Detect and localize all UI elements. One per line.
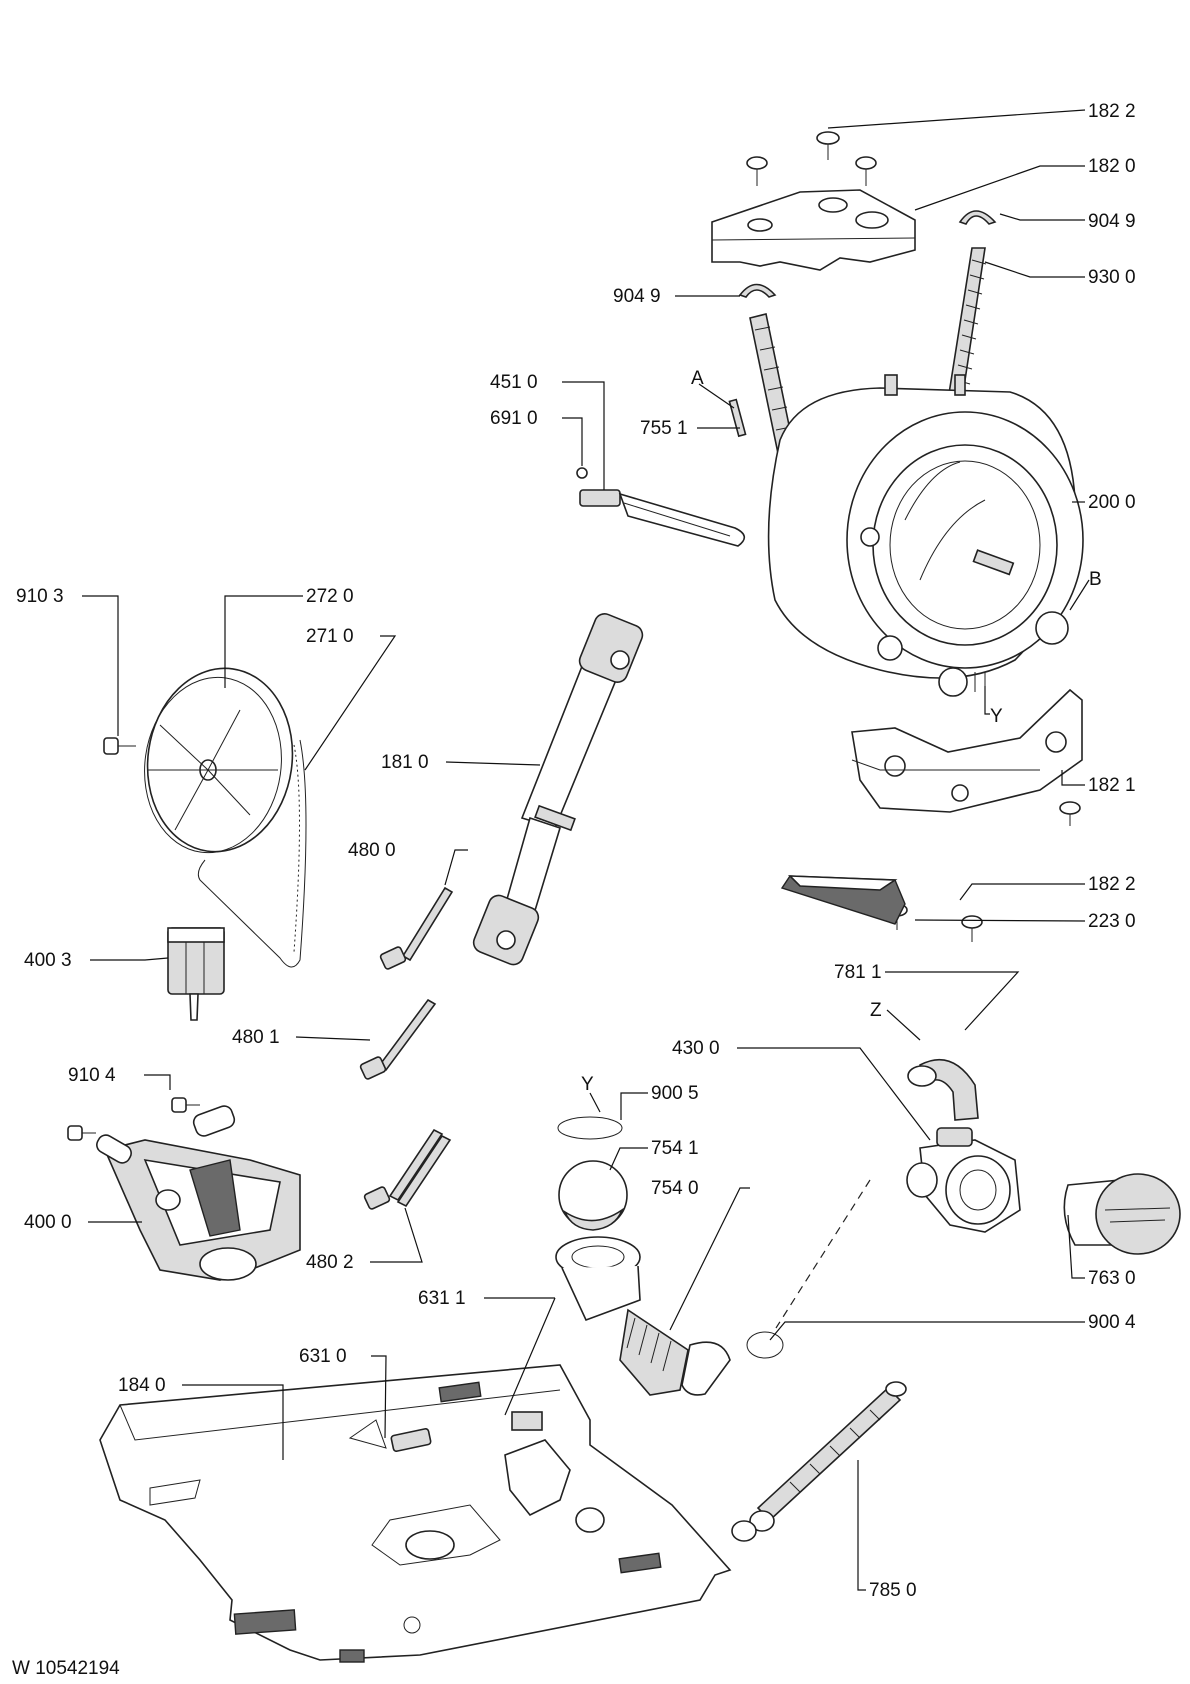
belt-271-0	[197, 739, 307, 968]
callout-480-0: 480 0	[348, 840, 396, 861]
callout-910-4: 910 4	[68, 1065, 116, 1086]
tub-fastening-ring-223-0	[780, 875, 906, 925]
callout-763-0: 763 0	[1088, 1268, 1136, 1289]
callout-182-0: 182 0	[1088, 156, 1136, 177]
callout-900-4: 900 4	[1088, 1312, 1136, 1333]
callout-910-3: 910 3	[16, 586, 64, 607]
foot-480-1	[359, 998, 437, 1080]
callout-182-2-top: 182 2	[1088, 101, 1136, 122]
callout-a: A	[691, 368, 704, 389]
callout-785-0: 785 0	[869, 1580, 917, 1601]
callout-755-1: 755 1	[640, 418, 688, 439]
counterweight-top-182-0	[711, 189, 916, 271]
motor-400-0	[67, 1097, 301, 1281]
callout-b: B	[1089, 569, 1102, 590]
callout-781-1: 781 1	[834, 962, 882, 983]
filter-763-0	[1063, 1173, 1181, 1255]
callout-430-0: 430 0	[672, 1038, 720, 1059]
callout-272-0: 272 0	[306, 586, 354, 607]
callout-z: Z	[870, 1000, 882, 1021]
callout-631-1: 631 1	[418, 1288, 466, 1309]
callout-904-9-right: 904 9	[1088, 211, 1136, 232]
callout-631-0: 631 0	[299, 1346, 347, 1367]
capacitor-400-3	[167, 927, 225, 1021]
callout-691-0: 691 0	[490, 408, 538, 429]
clip-904-9-right	[958, 210, 997, 225]
callout-904-9-left: 904 9	[613, 286, 661, 307]
callout-271-0: 271 0	[306, 626, 354, 647]
ball-754-1	[558, 1160, 628, 1231]
callout-754-0: 754 0	[651, 1178, 699, 1199]
drain-hose-785-0	[731, 1381, 907, 1542]
clamp-900-4	[746, 1331, 784, 1359]
callout-y-clamp: Y	[581, 1074, 594, 1095]
clamp-900-5	[557, 1116, 623, 1140]
callout-y-tub: Y	[990, 706, 1003, 727]
callout-900-5: 900 5	[651, 1083, 699, 1104]
pulley-272-0	[144, 667, 294, 854]
screw-182-2-top	[746, 131, 877, 186]
callout-754-1: 754 1	[651, 1138, 699, 1159]
pin-755-1	[728, 398, 747, 438]
callout-182-2-bottom: 182 2	[1088, 874, 1136, 895]
callout-451-0: 451 0	[490, 372, 538, 393]
shock-absorber-181-0	[472, 613, 644, 966]
base-184-0	[99, 1364, 732, 1663]
clip-904-9-left	[738, 283, 777, 298]
drain-pump-430-0	[906, 1127, 1021, 1233]
callout-480-2: 480 2	[306, 1252, 354, 1273]
callout-200-0: 200 0	[1088, 492, 1136, 513]
callout-400-3: 400 3	[24, 950, 72, 971]
counterweight-rear-182-1	[851, 688, 1083, 813]
leader-lines	[82, 109, 1090, 1591]
callout-400-0: 400 0	[24, 1212, 72, 1233]
foot-480-2	[363, 1128, 452, 1210]
callout-930-0: 930 0	[1088, 267, 1136, 288]
screw-910-3	[103, 737, 136, 755]
callout-184-0: 184 0	[118, 1375, 166, 1396]
sump-hose-754-0	[555, 1236, 731, 1396]
tub-200-0	[767, 374, 1084, 697]
callout-182-1: 182 1	[1088, 775, 1136, 796]
callout-181-0: 181 0	[381, 752, 429, 773]
callout-223-0: 223 0	[1088, 911, 1136, 932]
callout-480-1: 480 1	[232, 1027, 280, 1048]
elbow-781-1	[907, 1058, 979, 1121]
document-id: W 10542194	[12, 1658, 120, 1679]
foot-480-0	[379, 886, 454, 970]
heater-451-0	[576, 467, 746, 547]
